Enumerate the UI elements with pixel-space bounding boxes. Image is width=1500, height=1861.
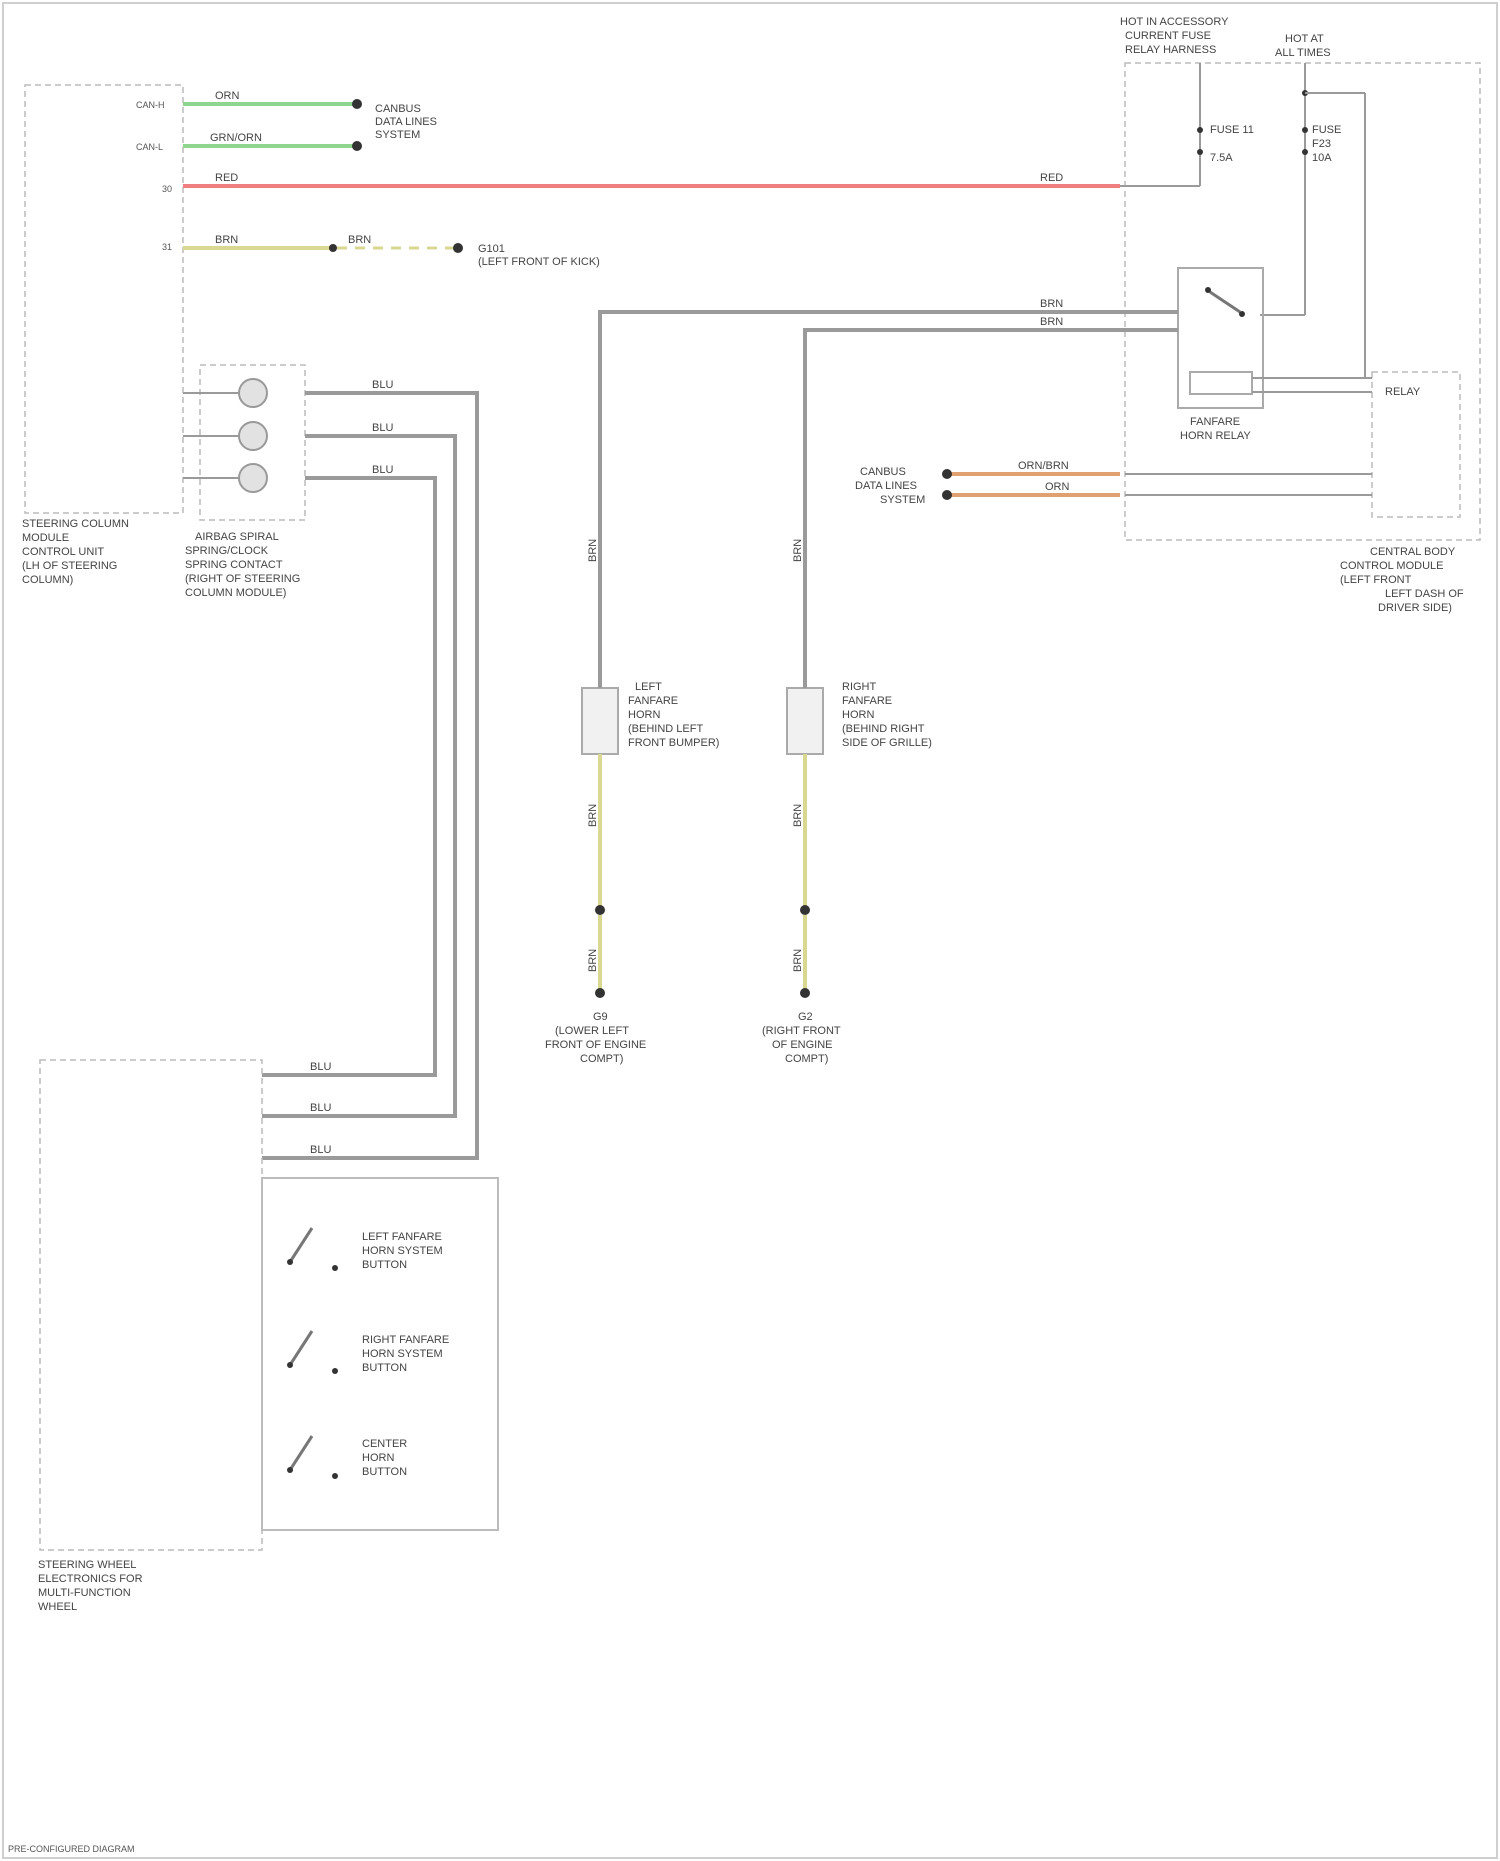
connector-dot <box>352 141 362 151</box>
wire-label-left-vertical-low: BRN <box>587 949 599 972</box>
wire-label-red-left: RED <box>215 172 238 184</box>
pin-30: 30 <box>162 184 172 194</box>
wire-label-left-vertical-top: BRN <box>587 539 599 562</box>
switch-2-contact <box>332 1368 338 1374</box>
fuse-b-contact <box>1302 127 1308 133</box>
wire-label-gnd-a: BRN <box>215 234 238 246</box>
pin-can-l: CAN-L <box>136 142 163 152</box>
wire-label-canl-right: ORN <box>1045 481 1070 493</box>
connector-dot <box>595 905 605 915</box>
fuse-a-contact <box>1197 127 1203 133</box>
connector-dot <box>800 988 810 998</box>
wire-label-sw-2: BLU <box>310 1102 331 1114</box>
fuse-b-contact <box>1302 149 1308 155</box>
switch-1-contact <box>332 1265 338 1271</box>
page-border <box>3 3 1497 1858</box>
clockspring-contact <box>239 422 267 450</box>
footer-text: PRE-CONFIGURED DIAGRAM <box>8 1844 135 1854</box>
pin-can-h: CAN-H <box>136 100 165 110</box>
connector-dot <box>453 243 463 253</box>
left-horn-body <box>582 688 618 754</box>
pin-31: 31 <box>162 242 172 252</box>
wire-label-horn-feed-2: BRN <box>1040 316 1063 328</box>
wire-label-sw-1: BLU <box>310 1061 331 1073</box>
connector-dot <box>942 469 952 479</box>
wire-label-sw-3: BLU <box>310 1144 331 1156</box>
wire-label-left-vertical-mid: BRN <box>587 804 599 827</box>
connector-dot <box>329 244 337 252</box>
wire-label-canh-right: ORN/BRN <box>1018 460 1069 472</box>
wire-label-gnd-b: BRN <box>348 234 371 246</box>
switch-2-contact <box>287 1362 293 1368</box>
wire-label-clock-3: BLU <box>372 464 393 476</box>
label-relay-tag: RELAY <box>1385 386 1421 398</box>
fuse-a-contact <box>1197 149 1203 155</box>
clockspring-contact <box>239 464 267 492</box>
wire-label-right-vertical-mid: BRN <box>792 804 804 827</box>
wire-label-clock-1: BLU <box>372 379 393 391</box>
switch-3-contact <box>287 1467 293 1473</box>
connector-dot <box>352 99 362 109</box>
wire-label-horn-feed-1: BRN <box>1040 298 1063 310</box>
connector-dot <box>595 988 605 998</box>
right-horn-body <box>787 688 823 754</box>
clockspring-contact <box>239 379 267 407</box>
wire-label-right-vertical-low: BRN <box>792 949 804 972</box>
wire-label-right-vertical-top: BRN <box>792 539 804 562</box>
wire-label-red-right: RED <box>1040 172 1063 184</box>
connector-dot <box>942 490 952 500</box>
wire-label-canh: ORN <box>215 90 240 102</box>
wire-label-canl: GRN/ORN <box>210 132 262 144</box>
relay-contact <box>1239 311 1245 317</box>
switch-1-contact <box>287 1259 293 1265</box>
connector-dot <box>800 905 810 915</box>
relay-contact <box>1205 287 1211 293</box>
switch-3-contact <box>332 1473 338 1479</box>
wire-label-clock-2: BLU <box>372 422 393 434</box>
